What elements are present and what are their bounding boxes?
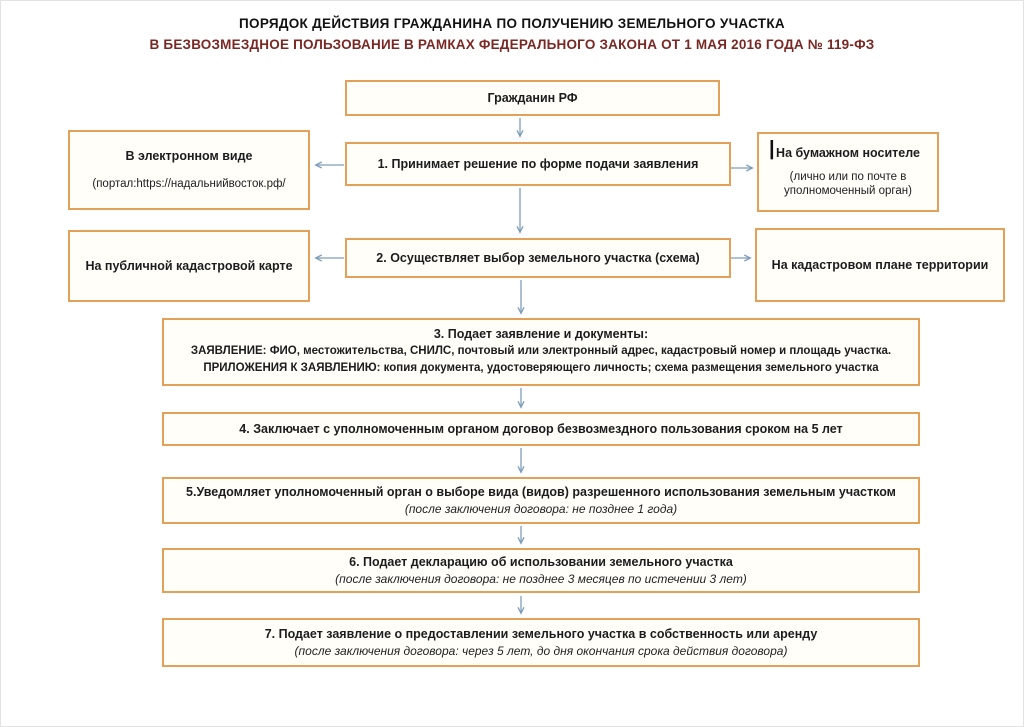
node-step-6-note: (после заключения договора: не позднее 3… — [335, 571, 747, 586]
node-step-4: 4. Заключает с уполномоченным органом до… — [162, 412, 920, 446]
node-cadastral-map: На публичной кадастровой карте — [68, 230, 310, 302]
node-paper-title: На бумажном носителе — [776, 145, 920, 160]
node-step-5-note: (после заключения договора: не позднее 1… — [404, 501, 678, 516]
title-line-2: В БЕЗВОЗМЕЗДНОЕ ПОЛЬЗОВАНИЕ В РАМКАХ ФЕД… — [149, 36, 875, 52]
node-step-5: 5.Уведомляет уполномоченный орган о выбо… — [162, 477, 920, 524]
node-step-5-title: 5.Уведомляет уполномоченный орган о выбо… — [186, 484, 896, 499]
node-step-2: 2. Осуществляет выбор земельного участка… — [345, 238, 731, 278]
node-cadastral-plan: На кадастровом плане территории — [755, 228, 1005, 302]
diagram-title: ПОРЯДОК ДЕЙСТВИЯ ГРАЖДАНИНА ПО ПОЛУЧЕНИЮ… — [0, 14, 1024, 56]
node-step-1-label: 1. Принимает решение по форме подачи зая… — [377, 156, 699, 171]
text-cursor-artifact: | — [769, 138, 775, 160]
node-step-7: 7. Подает заявление о предоставлении зем… — [162, 618, 920, 667]
node-electronic-form: В электронном виде (портал:https://надал… — [68, 130, 310, 210]
node-cadastral-plan-label: На кадастровом плане территории — [771, 257, 989, 272]
node-step-2-label: 2. Осуществляет выбор земельного участка… — [376, 250, 700, 265]
node-step-1: 1. Принимает решение по форме подачи зая… — [345, 142, 731, 186]
node-step-7-note: (после заключения договора: через 5 лет,… — [294, 643, 788, 658]
node-step-4-label: 4. Заключает с уполномоченным органом до… — [239, 421, 843, 436]
node-step-3-statement: ЗАЯВЛЕНИЕ: ФИО, местожительства, СНИЛС, … — [190, 344, 892, 357]
node-citizen: Гражданин РФ — [345, 80, 720, 116]
node-step-3-title: 3. Подает заявление и документы: — [433, 326, 649, 341]
node-cadastral-map-label: На публичной кадастровой карте — [85, 258, 293, 273]
node-electronic-title: В электронном виде — [125, 149, 253, 164]
node-step-3: 3. Подает заявление и документы: ЗАЯВЛЕН… — [162, 318, 920, 386]
node-step-7-title: 7. Подает заявление о предоставлении зем… — [264, 626, 818, 641]
node-electronic-portal: (портал:https://надальнийвосток.рф/ — [92, 177, 286, 190]
node-paper-subtitle: (лично или по почте в уполномоченный орг… — [784, 170, 912, 198]
node-step-6-title: 6. Подает декларацию об использовании зе… — [349, 554, 733, 569]
node-step-6: 6. Подает декларацию об использовании зе… — [162, 548, 920, 593]
node-paper-form: | На бумажном носителе (лично или по поч… — [757, 132, 939, 212]
node-citizen-label: Гражданин РФ — [487, 90, 578, 105]
node-step-3-attachments: ПРИЛОЖЕНИЯ К ЗАЯВЛЕНИЮ: копия документа,… — [203, 362, 879, 375]
title-line-1: ПОРЯДОК ДЕЙСТВИЯ ГРАЖДАНИНА ПО ПОЛУЧЕНИЮ… — [239, 16, 785, 31]
